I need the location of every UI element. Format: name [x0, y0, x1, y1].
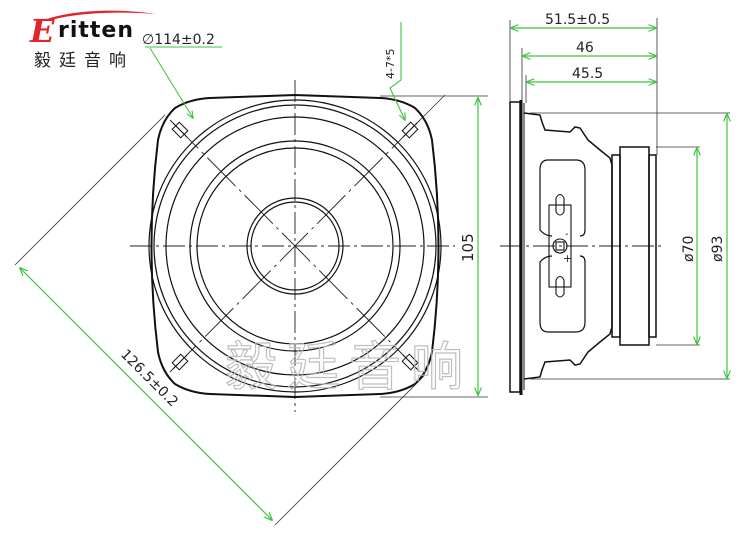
- side-extension-lines: [509, 18, 730, 380]
- logo-swoosh-icon: [42, 10, 156, 21]
- extension-lines: [14, 94, 488, 526]
- terminal-plus: +: [563, 252, 572, 265]
- mounting-holes-label: 4-7*5: [384, 49, 397, 79]
- logo-chinese-name: 毅廷音响: [34, 51, 134, 71]
- hole-spacing-label: ∅114±0.2: [142, 32, 215, 48]
- leader-hole-spacing: [145, 46, 222, 118]
- dim-diagonal-label: 126.5±0.2: [117, 347, 181, 411]
- dim-45-5-label: 45.5: [572, 66, 603, 82]
- brand-logo: E ritten 毅廷音响: [30, 8, 160, 71]
- dim-diagonal-line: [20, 268, 272, 520]
- frame-outline: [150, 93, 440, 399]
- dim-105-label: 105: [459, 233, 477, 262]
- leader-mounting-holes: [389, 22, 405, 120]
- terminal-minus: -: [565, 229, 569, 240]
- dim-46-label: 46: [576, 40, 594, 56]
- dim-magnet-diameter-label: ø70: [681, 236, 697, 262]
- dim-overall-depth-label: 51.5±0.5: [545, 12, 610, 28]
- cone-rings: [148, 99, 442, 393]
- watermark-text: 毅廷音响: [224, 337, 474, 398]
- front-view: 105 126.5±0.2 ∅114±0.2 4-7*5: [14, 22, 488, 526]
- flange: [509, 101, 521, 393]
- logo-wordmark: ritten: [58, 18, 135, 43]
- dim-basket-diameter-label: ø93: [710, 236, 726, 262]
- logo-initial: E: [30, 12, 55, 50]
- terminal-block: [548, 193, 572, 298]
- side-view: - + 51.5±0.5 46 45.5: [500, 12, 730, 395]
- magnet-plate-back: [648, 154, 657, 338]
